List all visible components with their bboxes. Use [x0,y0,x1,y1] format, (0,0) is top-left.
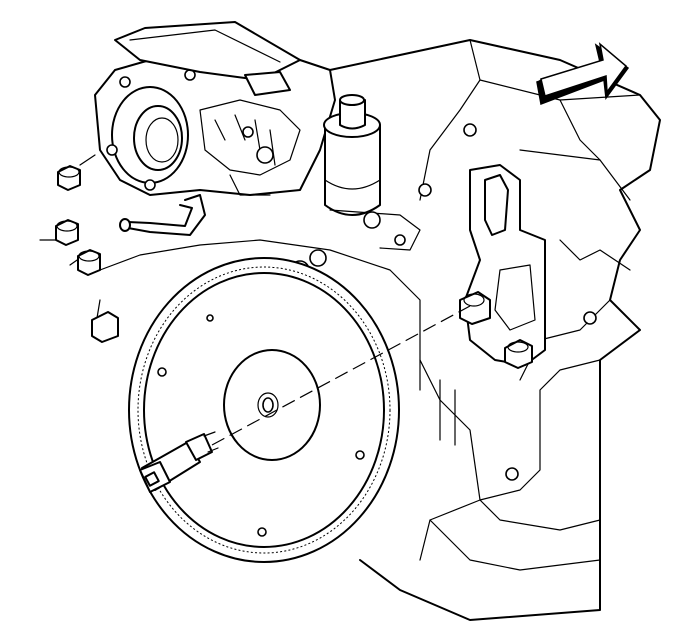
flywheel [128,257,400,563]
block-arrow-icon [536,42,630,106]
sensor-cylinder [323,94,421,251]
throttle-body-assembly [94,21,336,236]
alignment-line [211,305,471,446]
sensor-bracket [459,164,597,369]
bolt-upper-left [57,154,96,191]
bolt-lower-left [69,249,101,276]
crankshaft-sensor [139,431,219,493]
bolt-middle-left [39,219,79,246]
